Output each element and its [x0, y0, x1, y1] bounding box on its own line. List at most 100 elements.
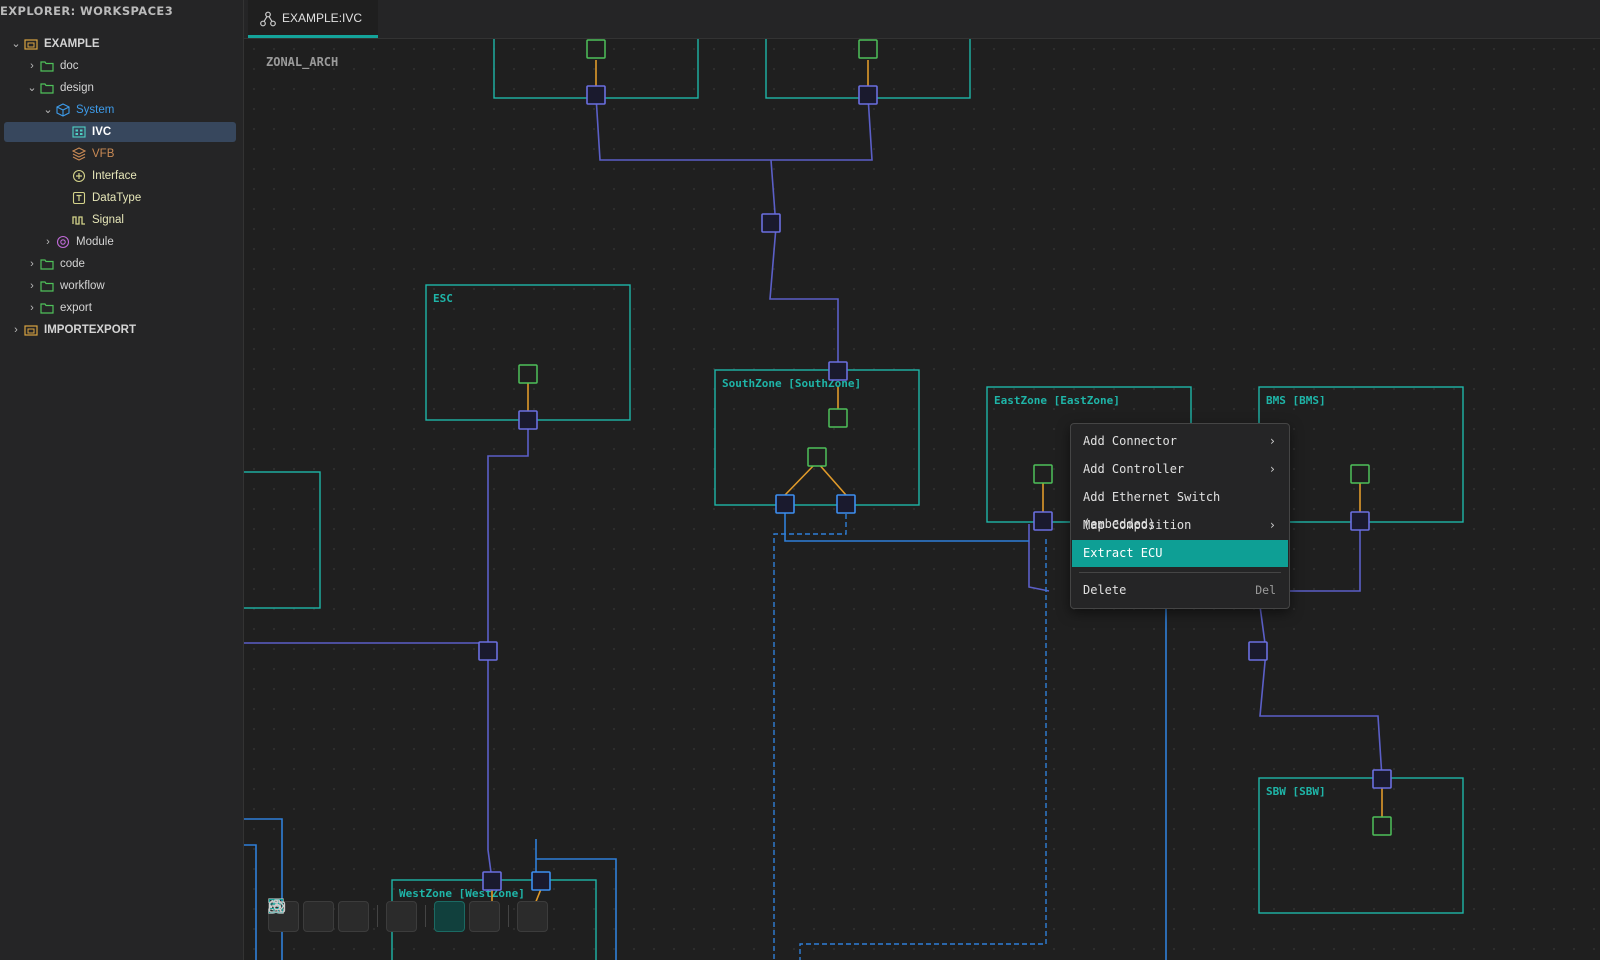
fit-view-button[interactable]: [268, 898, 369, 932]
menu-shortcut: Del: [1255, 583, 1276, 597]
tree-item-interface[interactable]: Interface: [8, 166, 236, 186]
tree-item-vfb[interactable]: VFB: [8, 144, 236, 164]
tab-example-ivc[interactable]: EXAMPLE:IVC: [248, 0, 378, 38]
tree-item-label: Interface: [92, 170, 137, 182]
node-label: SBW [SBW]: [1266, 785, 1326, 798]
tree-item-label: Module: [76, 236, 114, 248]
menu-item-label: Delete: [1083, 583, 1127, 597]
menu-item-extract-ecu[interactable]: Extract ECU: [1072, 540, 1288, 567]
module-icon: [56, 232, 70, 252]
blue-port-group[interactable]: [531, 494, 856, 891]
tree-item-label: workflow: [60, 280, 105, 292]
tree-item-label: Signal: [92, 214, 124, 226]
diagram-svg[interactable]: ESC SouthZone [SouthZone] EastZone [East…: [244, 39, 1600, 960]
tree-item-label: export: [60, 302, 92, 314]
menu-separator: [1079, 572, 1281, 573]
menu-item-label: Add Ethernet Switch (embedded): [1083, 490, 1221, 531]
folder-icon: [40, 56, 54, 76]
purple-port-group[interactable]: [478, 85, 1392, 891]
menu-item-label: Map Composition: [1083, 518, 1192, 532]
chevron-right-icon: ›: [1268, 434, 1276, 448]
explorer-title: EXPLORER: WORKSPACE3: [0, 4, 174, 18]
tree-item-label: IMPORTEXPORT: [44, 324, 137, 336]
tree-item-label: doc: [60, 60, 79, 72]
tree-item-ivc[interactable]: IVC: [4, 122, 236, 142]
menu-item-add-ethernet-switch[interactable]: Add Ethernet Switch (embedded): [1072, 484, 1288, 531]
tree-item-doc[interactable]: › doc: [8, 56, 236, 76]
blue-link-group: [244, 504, 1167, 960]
chevron-down-icon[interactable]: ⌄: [11, 38, 21, 50]
toolbar-divider: [377, 905, 378, 927]
connector-mode-button[interactable]: [269, 900, 500, 932]
tree-item-code[interactable]: › code: [8, 254, 236, 274]
tab-label: EXAMPLE:IVC: [282, 11, 363, 25]
diagram-title: ZONAL_ARCH: [266, 55, 339, 69]
node-label: EastZone [EastZone]: [994, 394, 1120, 407]
layers-icon: [72, 144, 86, 164]
grid-toggle-button[interactable]: [268, 898, 465, 932]
tree-item-label: code: [60, 258, 85, 270]
node-left-cropped[interactable]: [244, 471, 321, 609]
node-label: SouthZone [SouthZone]: [722, 377, 861, 390]
folder-icon: [40, 78, 54, 98]
menu-item-add-connector[interactable]: Add Connector ›: [1072, 428, 1288, 455]
canvas-toolbar: [268, 898, 548, 934]
chevron-right-icon[interactable]: ›: [30, 302, 34, 314]
folder-icon: [40, 254, 54, 274]
tree-item-example[interactable]: ⌄ EXAMPLE: [8, 34, 236, 54]
folder-icon: [40, 298, 54, 318]
menu-item-delete[interactable]: Delete Del: [1072, 577, 1288, 604]
context-menu: Add Connector › Add Controller › Add Eth…: [1070, 423, 1290, 609]
diagram-canvas[interactable]: ESC SouthZone [SouthZone] EastZone [East…: [244, 39, 1600, 960]
tree-item-label: IVC: [92, 126, 112, 138]
auto-layout-button[interactable]: [268, 898, 417, 932]
datatype-icon: [72, 188, 86, 208]
chevron-down-icon[interactable]: ⌄: [27, 82, 37, 94]
explorer-sidebar: EXPLORER: WORKSPACE3 ⌄ EXAMPLE › doc ⌄ d…: [0, 0, 244, 960]
node-label: BMS [BMS]: [1266, 394, 1326, 407]
menu-item-add-controller[interactable]: Add Controller ›: [1072, 456, 1288, 483]
chevron-down-icon[interactable]: ⌄: [43, 104, 53, 116]
node-label: ESC: [433, 292, 453, 305]
tree-item-importexport[interactable]: › IMPORTEXPORT: [8, 320, 236, 340]
zoom-out-button[interactable]: [269, 899, 334, 932]
chevron-right-icon[interactable]: ›: [30, 60, 34, 72]
screenshot-button[interactable]: [268, 899, 548, 932]
dashed-link-group: [773, 506, 1047, 960]
node-sbw[interactable]: SBW [SBW]: [1258, 777, 1464, 914]
toolbar-divider: [425, 905, 426, 927]
editor-tab-bar: EXAMPLE:IVC: [244, 0, 1600, 39]
tree-item-label: DataType: [92, 192, 142, 204]
chevron-right-icon[interactable]: ›: [30, 280, 34, 292]
tree-item-signal[interactable]: Signal: [8, 210, 236, 230]
tree-item-design[interactable]: ⌄ design: [8, 78, 236, 98]
menu-item-label: Add Connector: [1083, 434, 1177, 448]
node-southzone[interactable]: SouthZone [SouthZone]: [714, 369, 920, 506]
graph-icon: [260, 11, 276, 32]
diagram-icon: [72, 122, 86, 142]
package-folder-icon: [24, 34, 38, 54]
package-folder-icon: [24, 320, 38, 340]
cube-icon: [56, 100, 70, 120]
tree-item-label: design: [60, 82, 94, 94]
green-port-group[interactable]: [518, 39, 1392, 836]
menu-item-label: Add Controller: [1083, 462, 1185, 476]
chevron-right-icon[interactable]: ›: [46, 236, 50, 248]
interface-icon: [72, 166, 86, 186]
tree-item-export[interactable]: › export: [8, 298, 236, 318]
chevron-right-icon[interactable]: ›: [14, 324, 18, 336]
signal-icon: [72, 210, 86, 230]
tree-item-system[interactable]: ⌄ System: [8, 100, 236, 120]
chevron-right-icon[interactable]: ›: [30, 258, 34, 270]
chevron-right-icon: ›: [1268, 518, 1276, 532]
tree-item-module[interactable]: › Module: [8, 232, 236, 252]
menu-item-label: Extract ECU: [1083, 546, 1163, 560]
tree-item-datatype[interactable]: DataType: [8, 188, 236, 208]
tree-item-label: System: [76, 104, 115, 116]
menu-item-map-composition[interactable]: Map Composition ›: [1072, 512, 1288, 539]
tree-item-label: VFB: [92, 148, 115, 160]
screenshot-icon: [268, 899, 286, 913]
tree-item-label: EXAMPLE: [44, 38, 100, 50]
tree-item-workflow[interactable]: › workflow: [8, 276, 236, 296]
folder-icon: [40, 276, 54, 296]
